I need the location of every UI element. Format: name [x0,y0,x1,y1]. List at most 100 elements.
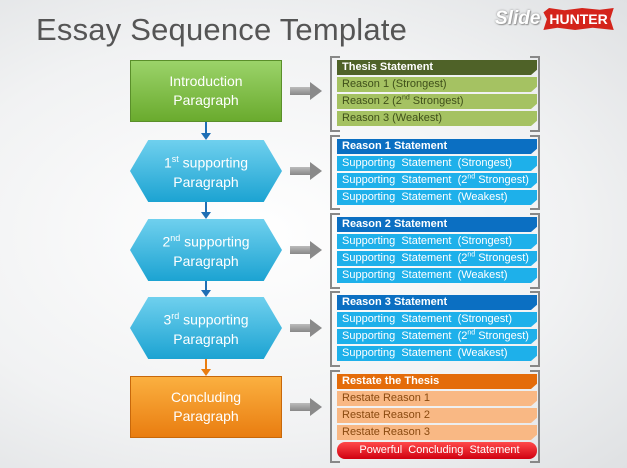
ordinal-suffix: st [171,154,179,165]
bracket-corner [332,291,340,293]
statement-row[interactable]: Reason 2 (2nd Strongest) [337,94,537,109]
row-text: Reason 2 (2 [342,95,402,107]
label-text: Introduction [169,73,243,89]
row-text: Supporting Statement (Strongest) [342,313,512,325]
row-text: Strongest) [475,174,529,186]
statement-row[interactable]: Restate Reason 3 [337,425,537,440]
ordinal-suffix: nd [467,329,476,337]
label-text: 1 [163,154,172,171]
label-text: 3 [163,311,172,328]
connector-line [205,122,207,133]
row-text: Reason 3 (Weakest) [342,112,443,124]
statement-row[interactable]: Supporting Statement (2nd Strongest) [337,329,537,344]
statement-row[interactable]: Supporting Statement (Weakest) [337,268,537,283]
bracket-corner [332,213,340,215]
label-text: supporting [180,233,250,250]
label-text: supporting [179,311,249,328]
right-arrow-icon [290,162,324,180]
row-text: Restate Reason 1 [342,392,431,404]
logo-slide: Slide [495,8,541,29]
label-line2: Paragraph [173,92,239,108]
bracket-corner [332,208,340,210]
ordinal-suffix: nd [170,233,181,244]
statement-row[interactable]: Supporting Statement (2nd Strongest) [337,251,537,266]
statement-row[interactable]: Reason 3 (Weakest) [337,111,537,126]
row-text: Strongest) [475,330,529,342]
group-header[interactable]: Restate the Thesis [337,374,537,389]
bracket-corner [332,287,340,289]
label-text: supporting [178,154,249,171]
bracket-corner [530,208,538,210]
group-header[interactable]: Reason 2 Statement [337,217,537,232]
statement-row[interactable]: Supporting Statement (Strongest) [337,156,537,171]
page-title: Essay Sequence Template [36,12,408,47]
row-text: Restate Reason 3 [342,426,431,438]
row-text: Strongest) [475,252,529,264]
right-arrow-icon [290,319,324,337]
concluding-statement[interactable]: Powerful Concluding Statement [337,442,537,459]
label-text: Concluding [170,389,242,405]
group-header[interactable]: Reason 1 Statement [337,139,537,154]
row-text: Strongest) [409,95,464,107]
label-line1: 1st supporting [164,150,248,173]
row-text: Supporting Statement (Strongest) [342,157,512,169]
right-arrow-icon [290,241,324,259]
down-arrow-icon [201,212,211,219]
statement-row[interactable]: Supporting Statement (Strongest) [337,234,537,249]
bracket-corner [530,130,538,132]
ordinal-suffix: nd [401,94,410,102]
down-arrow-icon [201,290,211,297]
row-text: Supporting Statement (2 [342,330,468,342]
label-line1: Concluding [171,388,241,407]
statement-row[interactable]: Supporting Statement (Weakest) [337,190,537,205]
label-line1: 2nd supporting [162,229,249,252]
label-line2: Paragraph [173,252,239,269]
ordinal-suffix: rd [171,311,180,322]
row-text: Supporting Statement (2 [342,252,468,264]
label-text: 2 [162,233,171,250]
down-arrow-icon [201,133,211,140]
right-arrow-icon [290,82,324,100]
logo-hunter: HUNTER [543,8,614,30]
bracket-corner [530,461,538,463]
connector-line [205,281,207,290]
statement-row[interactable]: Reason 1 (Strongest) [337,77,537,92]
row-text: Supporting Statement (Weakest) [342,347,508,359]
bracket-corner [332,370,340,372]
row-text: Supporting Statement (Weakest) [342,191,508,203]
connector-line [205,202,207,212]
ordinal-suffix: nd [467,251,476,259]
row-text: Supporting Statement (2 [342,174,468,186]
group-header[interactable]: Reason 3 Statement [337,295,537,310]
label-line1: Introduction [169,72,242,91]
statement-row[interactable]: Supporting Statement (Strongest) [337,312,537,327]
bracket-corner [530,213,538,215]
bracket-corner [332,461,340,463]
right-arrow-icon [290,398,324,416]
bracket-corner [332,365,340,367]
slidehunter-logo: Slide HUNTER [495,8,614,30]
row-text: Restate Reason 2 [342,409,431,421]
row-text: Reason 3 Statement [342,296,448,308]
label-line1: 3rd supporting [163,307,248,330]
statement-row[interactable]: Restate Reason 2 [337,408,537,423]
bracket-corner [332,135,340,137]
connector-line [205,359,207,369]
row-text: Reason 1 Statement [342,140,448,152]
row-text: Supporting Statement (Strongest) [342,235,512,247]
statement-row[interactable]: Supporting Statement (Weakest) [337,346,537,361]
ordinal-suffix: nd [467,173,476,181]
group-header[interactable]: Thesis Statement [337,60,537,75]
statement-row[interactable]: Supporting Statement (2nd Strongest) [337,173,537,188]
label-line2: Paragraph [173,330,239,347]
statement-row[interactable]: Restate Reason 1 [337,391,537,406]
